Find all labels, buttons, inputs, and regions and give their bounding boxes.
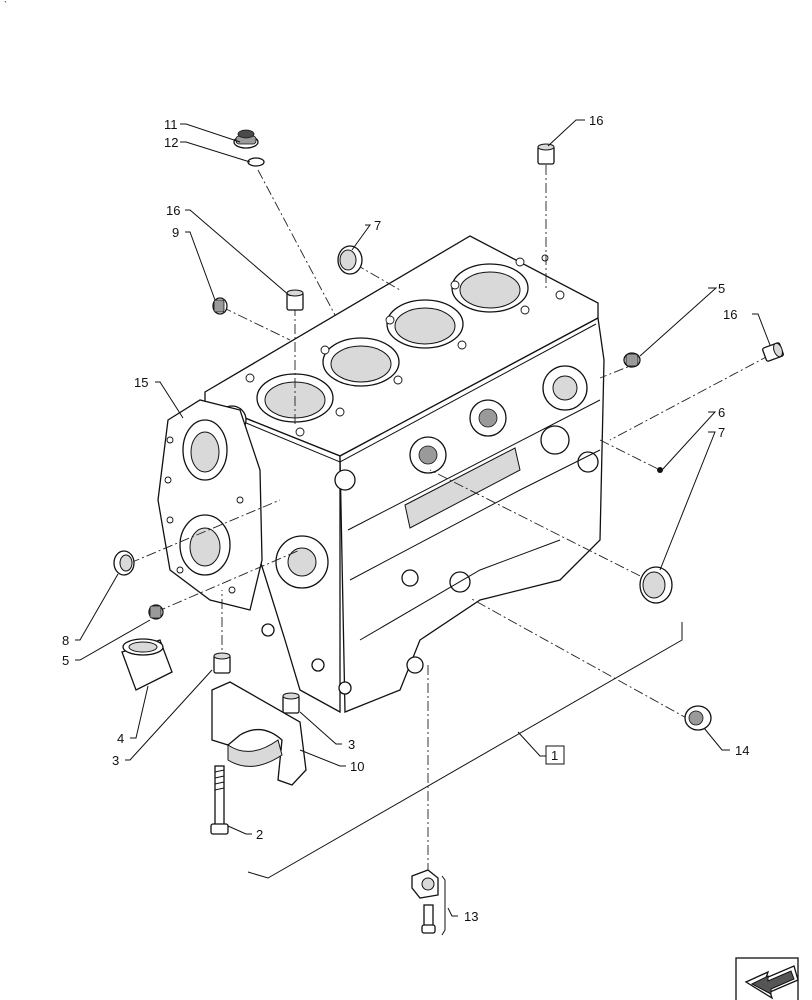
plug-7-right	[639, 566, 673, 604]
callout-10: 10	[350, 759, 364, 774]
callout-5-left: 5	[62, 653, 69, 668]
plug-14	[684, 705, 712, 731]
callout-8: 8	[62, 633, 69, 648]
callout-4: 4	[117, 731, 124, 746]
plug-9	[212, 297, 228, 315]
callout-1-box: 1	[545, 745, 565, 765]
callout-13: 13	[464, 909, 478, 924]
callout-16-left: 16	[166, 203, 180, 218]
o-ring-12	[247, 157, 265, 167]
callout-7-top: 7	[374, 218, 381, 233]
bearing-cap-10	[211, 681, 307, 786]
callout-3-left: 3	[112, 753, 119, 768]
callout-16-right: 16	[723, 307, 737, 322]
callout-leaders	[75, 119, 771, 936]
top-mark: `	[4, 0, 7, 10]
arrow-icon	[735, 957, 799, 1000]
center-lines	[129, 165, 771, 878]
plug-5-left	[148, 604, 164, 620]
callout-7-right: 7	[718, 425, 725, 440]
callout-3-right: 3	[348, 737, 355, 752]
callout-12: 12	[164, 135, 178, 150]
callout-16-top: 16	[589, 113, 603, 128]
gear-housing-plate	[157, 399, 263, 611]
callout-9: 9	[172, 225, 179, 240]
dowel-3-left	[213, 652, 231, 674]
callout-6: 6	[718, 405, 725, 420]
dowel-16-left	[286, 289, 304, 311]
callout-2: 2	[256, 827, 263, 842]
bushing-4	[121, 638, 173, 691]
callout-5-right: 5	[718, 281, 725, 296]
dowel-16-right	[762, 342, 784, 362]
cup-8	[113, 550, 135, 576]
assembly-bracket	[247, 622, 683, 879]
dowel-3-right	[282, 692, 300, 714]
bolt-2	[210, 765, 229, 835]
sensor-13	[411, 869, 439, 934]
callout-15: 15	[134, 375, 148, 390]
point-6	[657, 467, 663, 473]
engine-block	[204, 235, 605, 714]
dowel-16-top	[537, 143, 555, 165]
plug-7-top	[337, 245, 363, 275]
callout-14: 14	[735, 743, 749, 758]
plug-5-right	[623, 352, 641, 368]
callout-11: 11	[164, 117, 178, 132]
plug-11	[233, 129, 259, 149]
svg-text:1: 1	[551, 748, 558, 763]
